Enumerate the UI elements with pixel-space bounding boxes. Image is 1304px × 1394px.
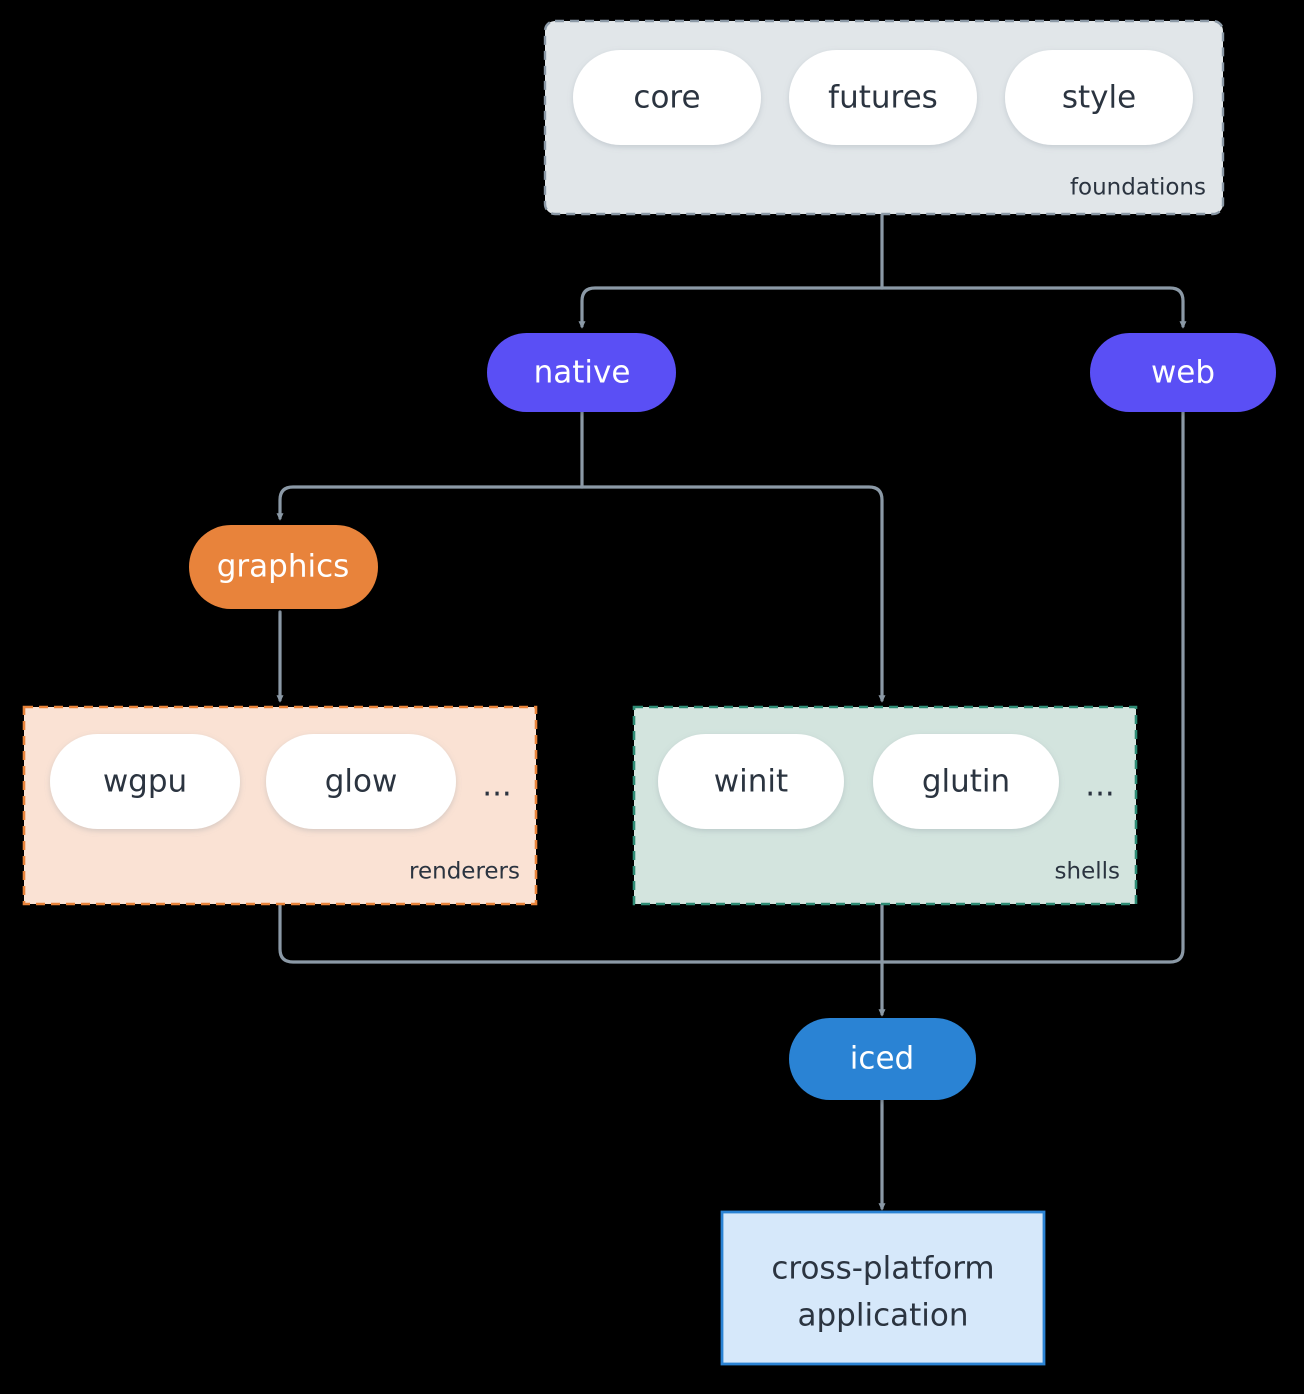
node-web[interactable]: web: [1090, 333, 1276, 412]
group-renderers: wgpu glow ... renderers: [22, 705, 538, 906]
shells-ellipsis: ...: [1085, 768, 1115, 804]
renderers-group-label: renderers: [409, 859, 520, 885]
chip-wgpu-label: wgpu: [103, 764, 187, 800]
edge-web-iced: [880, 410, 1185, 964]
chip-style-label: style: [1062, 80, 1136, 116]
chip-style: style: [1005, 50, 1193, 145]
node-web-shape[interactable]: [1090, 333, 1276, 412]
chip-glutin-shape: [873, 734, 1059, 829]
chip-style-shape: [1005, 50, 1193, 145]
application-box-shape[interactable]: [720, 1210, 1046, 1366]
application-label-line2: application: [798, 1298, 969, 1334]
chip-wgpu-shape: [50, 734, 240, 829]
chip-futures-label: futures: [828, 80, 938, 116]
node-graphics-shape[interactable]: [189, 525, 378, 609]
chip-winit: winit: [658, 734, 844, 829]
chip-glutin-label: glutin: [922, 764, 1010, 800]
node-graphics[interactable]: graphics: [189, 525, 378, 609]
chip-core: core: [573, 50, 761, 145]
node-native[interactable]: native: [487, 333, 676, 412]
chip-winit-shape: [658, 734, 844, 829]
edge-native-shells: [580, 485, 886, 703]
group-shells: winit glutin ... shells: [632, 705, 1138, 906]
chip-glow-shape: [266, 734, 456, 829]
chip-futures-shape: [789, 50, 977, 145]
node-iced[interactable]: iced: [789, 1018, 976, 1100]
edge-foundations-native: [578, 286, 884, 329]
chip-core-label: core: [633, 80, 700, 116]
chip-winit-label: winit: [714, 764, 788, 800]
node-graphics-label: graphics: [217, 549, 350, 585]
chip-glutin: glutin: [873, 734, 1059, 829]
node-cross-platform-application[interactable]: cross-platform application: [720, 1210, 1046, 1366]
application-label-line1: cross-platform: [771, 1251, 994, 1287]
node-iced-shape[interactable]: [789, 1018, 976, 1100]
chip-core-shape: [573, 50, 761, 145]
renderers-ellipsis: ...: [482, 768, 512, 804]
edge-native-graphics: [276, 485, 584, 521]
node-native-label: native: [534, 355, 631, 391]
edge-renderers-iced: [278, 902, 884, 964]
chip-glow-label: glow: [325, 764, 398, 800]
chip-wgpu: wgpu: [50, 734, 240, 829]
node-native-shape[interactable]: [487, 333, 676, 412]
edge-foundations-web: [880, 286, 1187, 329]
foundations-group-label: foundations: [1070, 175, 1206, 201]
node-web-label: web: [1151, 355, 1215, 391]
chip-futures: futures: [789, 50, 977, 145]
chip-glow: glow: [266, 734, 456, 829]
group-foundations: core futures style foundations: [543, 19, 1225, 216]
shells-group-label: shells: [1055, 859, 1120, 885]
node-iced-label: iced: [850, 1041, 914, 1077]
edge-layer: [276, 213, 1187, 1211]
